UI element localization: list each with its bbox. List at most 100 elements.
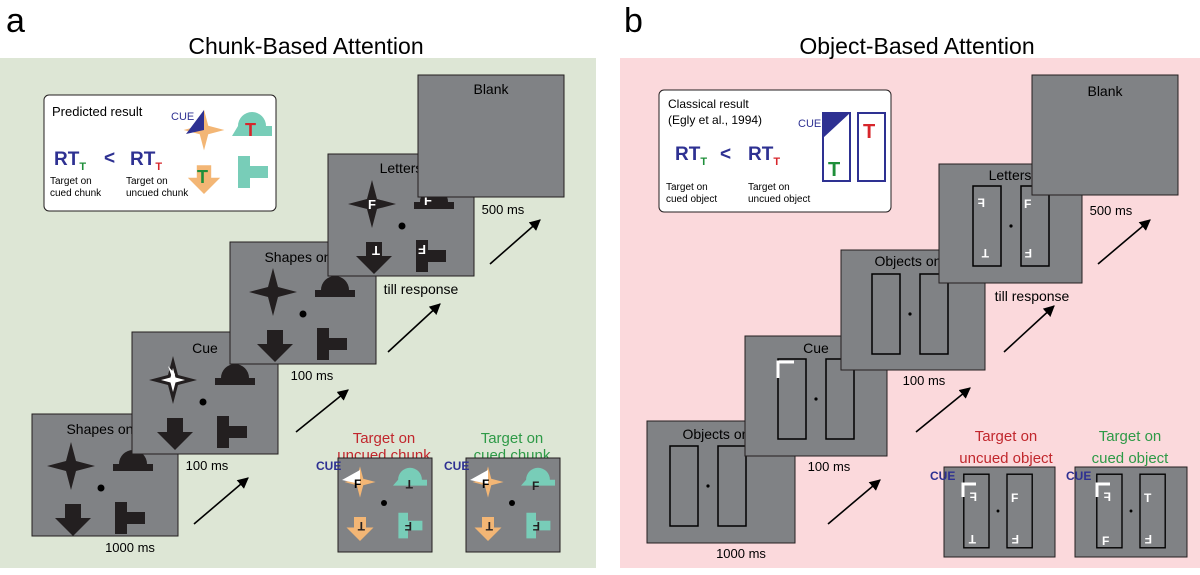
- less-than-b: <: [720, 144, 731, 165]
- timeline-arrow-a2: [295, 389, 349, 433]
- screen-b1-label: Objects only: [682, 426, 759, 442]
- target-uncued-object-line2: uncued object: [959, 450, 1053, 467]
- screen-b5: Blank 500 ms: [1031, 74, 1179, 218]
- b-letter-f-mirror: F: [978, 196, 985, 210]
- tu-f1: F: [970, 490, 977, 504]
- target-cued-t: T: [485, 519, 493, 533]
- screen-b2: Cue 100 ms: [744, 335, 888, 474]
- tc-f3: F: [1145, 532, 1152, 546]
- screen-a4-time: till response: [384, 281, 459, 297]
- screen-a4-label: Letters: [380, 160, 423, 176]
- teal-notch-icon: [238, 156, 268, 188]
- target-uncued-f1: F: [354, 477, 361, 491]
- letter-f-2: F: [424, 193, 432, 208]
- caption-left-2: cued chunk: [50, 188, 102, 199]
- target-uncued-object-line1: Target on: [975, 428, 1038, 445]
- screen-b4-time: till response: [995, 288, 1070, 304]
- timeline-arrow-b3: [1003, 305, 1055, 353]
- rt-right: RTT: [130, 149, 162, 173]
- orange-arrow-icon: [187, 165, 221, 194]
- red-t-letter: T: [245, 120, 256, 140]
- screen-a5-time: 500 ms: [482, 202, 525, 217]
- classical-result-box: Classical result (Egly et al., 1994) CUE…: [658, 89, 892, 213]
- caption-right-2: uncued chunk: [126, 188, 189, 199]
- less-than: <: [104, 148, 115, 169]
- tu-t: T: [968, 532, 976, 546]
- target-cued-object: Target on cued object CUE F T F F: [1066, 428, 1188, 558]
- tu-f2: F: [1011, 491, 1018, 505]
- target-uncued-cue: CUE: [316, 459, 341, 473]
- target-uncued-object: Target on uncued object CUE F F T F: [930, 428, 1056, 558]
- classical-heading-2: (Egly et al., 1994): [668, 113, 762, 127]
- cue-b-wedge-icon: [823, 113, 850, 138]
- screen-a1-label: Shapes only: [66, 421, 143, 437]
- target-uncued-t2: T: [357, 519, 365, 533]
- predicted-result-frame: [43, 94, 277, 212]
- box-cue-label: CUE: [171, 111, 194, 123]
- b-letter-t-rot: T: [981, 246, 989, 260]
- caption-b-right-2: uncued object: [748, 194, 810, 205]
- cue-wedge-icon: [186, 110, 204, 134]
- screen-b1-time: 1000 ms: [716, 546, 766, 561]
- panel-b-letter: b: [624, 2, 643, 40]
- target-uncued-chunk: Target on uncued chunk CUE F T T F: [316, 430, 433, 553]
- target-cued-object-line2: cued object: [1092, 450, 1170, 467]
- caption-right-1: Target on: [126, 176, 168, 187]
- screen-a3-label: Shapes only: [264, 249, 341, 265]
- tc-t: T: [1144, 491, 1152, 505]
- tc-f1: F: [1104, 490, 1111, 504]
- timeline-arrow-b2: [915, 387, 971, 433]
- timeline-arrow-a3: [387, 303, 441, 353]
- target-cued-object-line1: Target on: [1099, 428, 1162, 445]
- letter-t-rotated: T: [372, 243, 380, 258]
- screen-a1-time: 1000 ms: [105, 540, 155, 555]
- target-uncued-line1: Target on: [353, 430, 416, 447]
- timeline-arrow-b1: [827, 479, 881, 525]
- red-t-b: T: [863, 121, 875, 143]
- rt-b-left: RTT: [675, 144, 707, 168]
- caption-b-left-1: Target on: [666, 182, 708, 193]
- rt-b-right: RTT: [748, 144, 780, 168]
- box-b-cue-label: CUE: [798, 118, 821, 130]
- predicted-result-heading: Predicted result: [52, 104, 143, 119]
- rt-left: RTT: [54, 149, 86, 173]
- caption-b-right-1: Target on: [748, 182, 790, 193]
- panel-b: b Object-Based Attention Classical resul…: [620, 2, 1200, 568]
- b-letter-f-rot: F: [1025, 246, 1032, 260]
- target-cued-f1: F: [482, 477, 489, 491]
- letter-f-rotated: F: [418, 242, 426, 257]
- predicted-result-box: Predicted result CUE RTT < RTT Target on…: [43, 94, 277, 212]
- screen-a2-label: Cue: [192, 340, 218, 356]
- timeline-arrow-a1: [193, 477, 249, 525]
- screen-a3-time: 100 ms: [291, 368, 334, 383]
- target-cued-cue: CUE: [444, 459, 469, 473]
- screen-b4-label: Letters: [989, 167, 1032, 183]
- panel-b-title: Object-Based Attention: [799, 33, 1034, 59]
- teal-dome-icon: [232, 112, 272, 136]
- panel-a-title: Chunk-Based Attention: [188, 33, 423, 59]
- caption-left-1: Target on: [50, 176, 92, 187]
- screen-b2-label: Cue: [803, 340, 829, 356]
- caption-b-left-2: cued object: [666, 194, 717, 205]
- target-cued-f3: F: [533, 519, 540, 533]
- screen-a5-label: Blank: [473, 81, 509, 97]
- screen-b3-label: Objects only: [874, 253, 951, 269]
- screen-a5: Blank 500 ms: [417, 74, 565, 217]
- white-cue-wedge: [342, 470, 360, 484]
- tu-f3: F: [1012, 532, 1019, 546]
- target-cued-object-cue: CUE: [1066, 469, 1091, 483]
- tc-f2: F: [1102, 534, 1109, 548]
- timeline-arrow-b4: [1097, 219, 1151, 265]
- green-t-b: T: [828, 159, 840, 181]
- target-cued-chunk: Target on cued chunk CUE F F T F: [444, 430, 561, 553]
- uncued-object-rect: [857, 112, 886, 182]
- screen-b5-label: Blank: [1087, 83, 1123, 99]
- target-cued-line1: Target on: [481, 430, 544, 447]
- screen-b3-time: 100 ms: [903, 373, 946, 388]
- panel-a: a Chunk-Based Attention Predicted result…: [0, 2, 596, 568]
- green-t-letter: T: [197, 167, 208, 187]
- letter-f-1: F: [368, 197, 376, 212]
- screen-a2-time: 100 ms: [186, 458, 229, 473]
